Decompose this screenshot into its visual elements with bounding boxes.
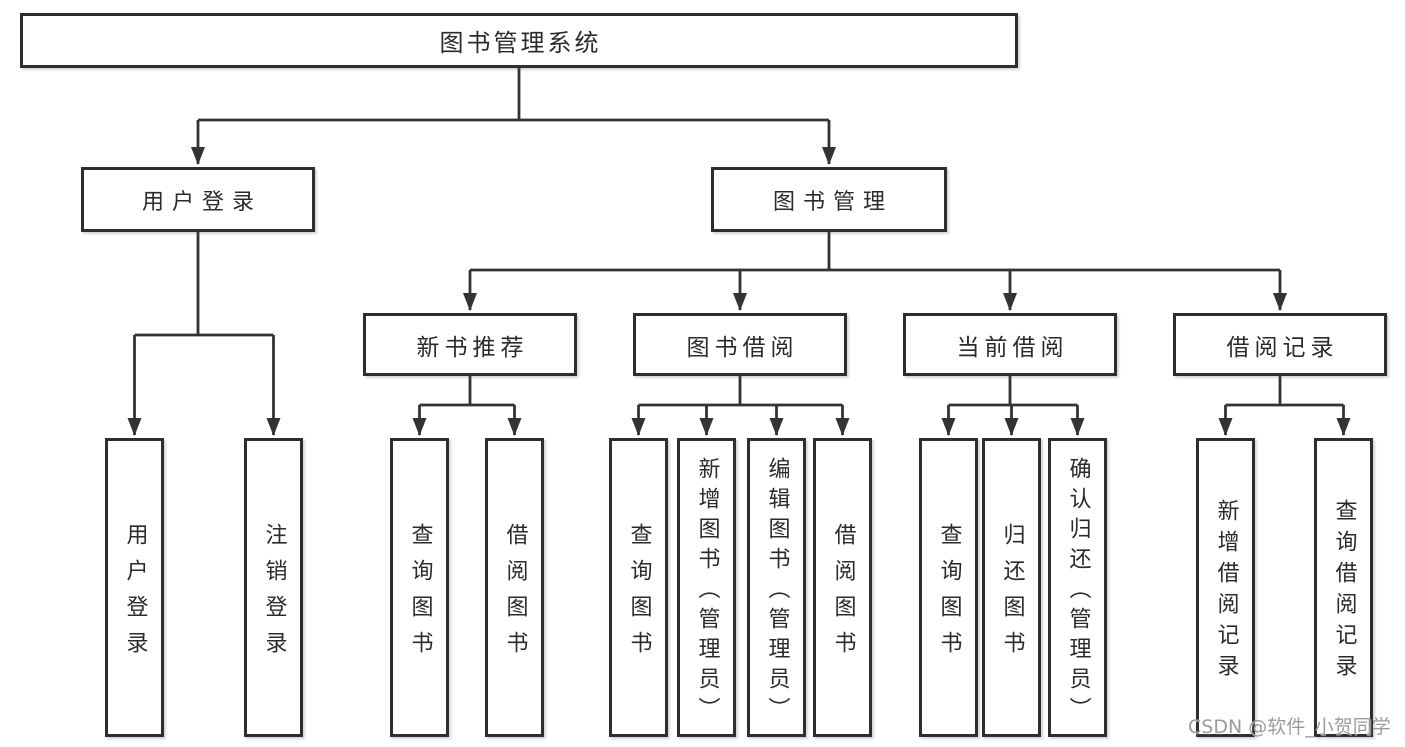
node-new-book-recommend: 新书推荐	[363, 313, 577, 376]
leaf-borrow-books-borrowing: 借阅图书	[813, 438, 872, 737]
node-book-management-branch: 图书管理	[711, 167, 947, 232]
leaf-borrow-books-recommend-label: 借阅图书	[502, 522, 528, 667]
leaf-search-books-recommend: 查询图书	[390, 438, 449, 737]
leaf-borrow-books-borrowing-label: 借阅图书	[830, 522, 856, 667]
node-borrowing-records: 借阅记录	[1173, 313, 1387, 376]
leaf-user-login: 用户登录	[105, 438, 164, 737]
node-book-borrowing: 图书借阅	[633, 313, 847, 376]
leaf-add-borrow-record: 新增借阅记录	[1196, 438, 1255, 737]
leaf-search-borrow-record: 查询借阅记录	[1314, 438, 1373, 737]
leaf-search-books-current: 查询图书	[919, 438, 978, 737]
leaf-search-books-recommend-label: 查询图书	[407, 522, 433, 667]
leaf-search-borrow-record-label: 查询借阅记录	[1331, 499, 1357, 685]
leaf-add-book-admin: 新增图书（管理员）	[677, 438, 736, 737]
leaf-return-book-label: 归还图书	[999, 522, 1025, 667]
node-borrowing-records-label: 借阅记录	[1226, 334, 1339, 361]
leaf-search-books-borrowing: 查询图书	[609, 438, 668, 737]
leaf-borrow-books-recommend: 借阅图书	[485, 438, 544, 737]
leaf-edit-book-admin: 编辑图书（管理员）	[747, 438, 806, 737]
node-book-management-branch-label: 图书管理	[772, 189, 893, 215]
node-current-borrowing-label: 当前借阅	[956, 334, 1069, 361]
leaf-logout: 注销登录	[244, 438, 303, 737]
leaf-search-books-current-label: 查询图书	[936, 522, 962, 667]
leaf-confirm-return-admin: 确认归还（管理员）	[1048, 438, 1107, 737]
node-book-borrowing-label: 图书借阅	[686, 334, 799, 361]
node-library-system: 图书管理系统	[20, 13, 1018, 68]
leaf-add-borrow-record-label: 新增借阅记录	[1213, 499, 1239, 685]
node-library-system-label: 图书管理系统	[439, 29, 602, 57]
leaf-add-book-admin-label: 新增图书（管理员）	[694, 456, 720, 727]
connector-trunks	[134, 68, 1344, 407]
leaf-search-books-borrowing-label: 查询图书	[626, 522, 652, 667]
leaf-user-login-label: 用户登录	[122, 522, 148, 667]
leaf-logout-label: 注销登录	[261, 522, 287, 667]
leaf-confirm-return-admin-label: 确认归还（管理员）	[1065, 456, 1091, 727]
csdn-watermark: CSDN @软件_小贺同学	[1188, 716, 1391, 738]
node-user-login-branch-label: 用户登录	[141, 189, 262, 215]
node-new-book-recommend-label: 新书推荐	[416, 334, 529, 361]
node-current-borrowing: 当前借阅	[903, 313, 1117, 376]
leaf-edit-book-admin-label: 编辑图书（管理员）	[764, 456, 790, 727]
leaf-return-book: 归还图书	[982, 438, 1041, 737]
node-user-login-branch: 用户登录	[81, 167, 315, 232]
